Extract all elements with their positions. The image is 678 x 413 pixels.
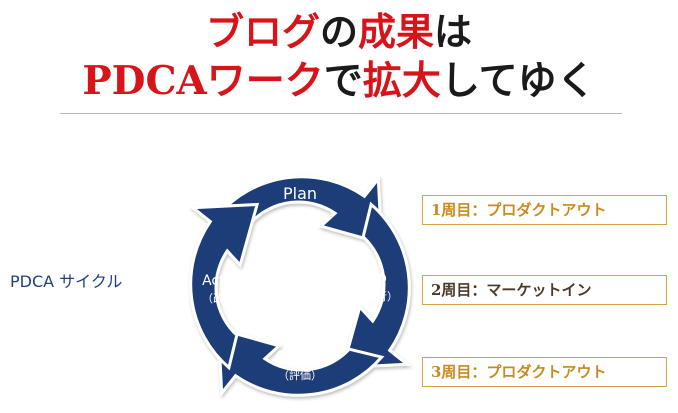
cycle-segment-do (340, 201, 412, 370)
title-segment: 拡大 (362, 58, 441, 104)
plan-sublabel: （計画） (278, 205, 322, 219)
cycle-segment-check (216, 326, 385, 398)
cycle-segment-plan (215, 174, 384, 246)
check-label: Check (275, 347, 325, 366)
title-divider (60, 113, 622, 114)
do-label: Do (365, 268, 387, 287)
round-3-box: 3周目：プロダクトアウト (422, 357, 667, 387)
title-segment: の (319, 9, 358, 54)
pdca-cycle-diagram: Plan （計画） Do （実行） Check （評価） Action （改善） (188, 174, 412, 398)
title-line-2: PDCAワークで拡大してゆく (0, 56, 678, 106)
title-line-1: ブログの成果は (0, 8, 678, 56)
action-label: Action (202, 273, 246, 289)
cycle-segment-action (188, 202, 260, 371)
title-segment: 成果 (358, 9, 435, 54)
round-2-box: 2周目：マーケットイン (422, 275, 667, 305)
round-1-box: 1周目：プロダクトアウト (422, 195, 667, 225)
check-sublabel: （評価） (278, 368, 322, 382)
title-segment: ブログ (205, 9, 320, 54)
plan-label: Plan (283, 184, 317, 203)
title-segment: してゆく (440, 58, 596, 104)
title-segment: ワーク (206, 58, 324, 104)
title-segment: PDCA (82, 58, 207, 104)
do-sublabel: （実行） (354, 289, 398, 303)
action-sublabel: （改善） (202, 291, 246, 305)
pdca-cycle-label: PDCA サイクル (10, 272, 123, 291)
title-segment: は (434, 9, 473, 54)
page-title: ブログの成果は PDCAワークで拡大してゆく (0, 0, 678, 118)
title-segment: で (323, 58, 363, 104)
